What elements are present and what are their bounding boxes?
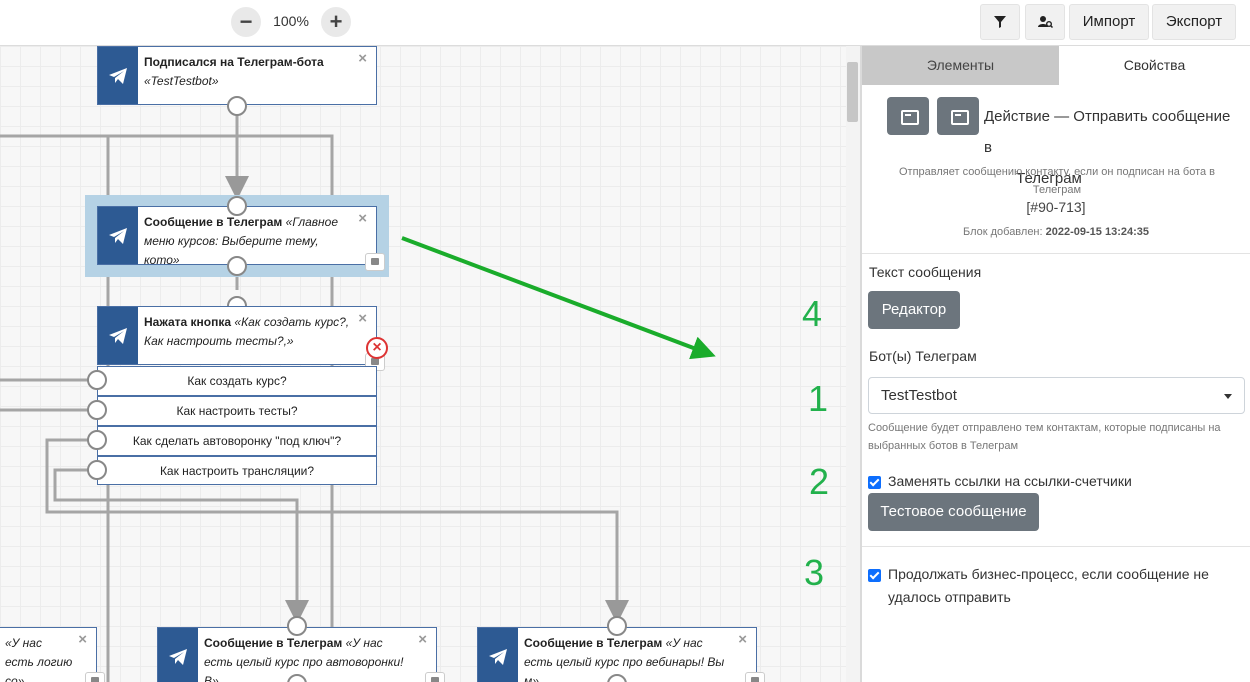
bots-label: Бот(ы) Телеграм xyxy=(869,348,977,364)
note-icon[interactable] xyxy=(365,253,385,271)
user-search-button[interactable] xyxy=(1025,4,1065,40)
tab-elements[interactable]: Элементы xyxy=(862,46,1059,85)
canvas-scrollbar[interactable] xyxy=(846,46,860,682)
annotation-arrow xyxy=(401,236,716,360)
choice-port[interactable] xyxy=(87,430,107,450)
export-button[interactable]: Экспорт xyxy=(1152,4,1236,40)
note-icon[interactable] xyxy=(425,672,445,682)
properties-panel: Элементы Свойства Действие — Отправить с… xyxy=(862,46,1250,682)
error-icon[interactable]: × xyxy=(366,337,388,359)
bots-help-text: Сообщение будет отправлено тем контактам… xyxy=(868,422,1221,452)
top-toolbar: − 100% + Импорт Экспорт xyxy=(0,0,1250,46)
note-button[interactable] xyxy=(937,97,979,135)
node-text: Сообщение в Телеграм «У нас есть целый к… xyxy=(524,636,725,682)
continue-process-label[interactable]: Продолжать бизнес-процесс, если сообщени… xyxy=(888,566,1209,605)
divider xyxy=(862,253,1250,254)
annotation-number: 4 xyxy=(802,293,823,334)
close-icon[interactable]: × xyxy=(358,50,367,67)
choice-row[interactable]: Как настроить трансляции? xyxy=(97,456,377,485)
filter-icon xyxy=(994,16,1006,28)
message-node-partial[interactable]: «У нас есть логию со» × xyxy=(0,627,97,682)
choice-row[interactable]: Как настроить тесты? xyxy=(97,396,377,426)
choice-port[interactable] xyxy=(87,460,107,480)
node-text: Сообщение в Телеграм «Главное меню курсо… xyxy=(144,215,338,267)
telegram-icon xyxy=(478,628,518,682)
test-message-button[interactable]: Тестовое сообщение xyxy=(868,493,1039,531)
choice-row[interactable]: Как сделать автоворонку "под ключ"? xyxy=(97,426,377,456)
replace-links-label[interactable]: Заменять ссылки на ссылки-счетчики xyxy=(888,473,1132,489)
note-icon[interactable] xyxy=(85,672,105,682)
bot-select[interactable]: TestTestbot xyxy=(868,377,1245,414)
canvas-scrollbar-thumb[interactable] xyxy=(847,62,858,122)
user-search-icon xyxy=(1038,16,1054,29)
close-icon[interactable]: × xyxy=(78,631,87,648)
message-type-button[interactable] xyxy=(887,97,929,135)
filter-button[interactable] xyxy=(980,4,1020,40)
annotation-number: 3 xyxy=(804,552,825,593)
telegram-icon xyxy=(98,47,138,104)
flow-connections xyxy=(0,115,716,682)
zoom-level: 100% xyxy=(273,13,309,29)
bot-select-value: TestTestbot xyxy=(881,387,957,404)
node-port[interactable] xyxy=(227,256,247,276)
message-node-autofunnels[interactable]: Сообщение в Телеграм «У нас есть целый к… xyxy=(157,627,437,682)
choice-port[interactable] xyxy=(87,370,107,390)
close-icon[interactable]: × xyxy=(358,210,367,227)
close-icon[interactable]: × xyxy=(738,631,747,648)
close-icon[interactable]: × xyxy=(418,631,427,648)
import-button[interactable]: Импорт xyxy=(1069,4,1149,40)
continue-process-checkbox[interactable] xyxy=(868,569,881,582)
choice-row[interactable]: Как создать курс? xyxy=(97,366,377,396)
block-id: [#90-713] xyxy=(1026,199,1086,215)
zoom-out-button[interactable]: − xyxy=(231,7,261,37)
chevron-down-icon xyxy=(1224,394,1232,399)
replace-links-checkbox[interactable] xyxy=(868,476,881,489)
node-port[interactable] xyxy=(227,96,247,116)
panel-tabs: Элементы Свойства xyxy=(862,46,1250,85)
panel-divider[interactable] xyxy=(860,46,862,682)
close-icon[interactable]: × xyxy=(358,310,367,327)
node-port[interactable] xyxy=(607,616,627,636)
message-node-selected[interactable]: Сообщение в Телеграм «Главное меню курсо… xyxy=(97,206,377,267)
trigger-node[interactable]: Подписался на Телеграм-бота«TestTestbot»… xyxy=(97,46,377,105)
node-port[interactable] xyxy=(287,616,307,636)
message-node-webinars[interactable]: Сообщение в Телеграм «У нас есть целый к… xyxy=(477,627,757,682)
node-text: Подписался на Телеграм-бота«TestTestbot» xyxy=(144,55,324,88)
node-text: «У нас есть логию со» xyxy=(5,636,73,682)
button-pressed-node[interactable]: Нажата кнопка «Как создать курс?, Как на… xyxy=(97,306,377,365)
note-icon[interactable] xyxy=(745,672,765,682)
block-added: Блок добавлен: 2022-09-15 13:24:35 xyxy=(962,226,1149,238)
block-description: Отправляет сообщению контакту, если он п… xyxy=(898,166,1216,196)
divider xyxy=(862,546,1250,547)
node-text: Сообщение в Телеграм «У нас есть целый к… xyxy=(204,636,404,682)
telegram-icon xyxy=(98,307,138,364)
telegram-icon xyxy=(158,628,198,682)
node-text: Нажата кнопка «Как создать курс?, Как на… xyxy=(144,315,350,348)
message-text-label: Текст сообщения xyxy=(869,264,982,280)
tab-properties[interactable]: Свойства xyxy=(1059,46,1250,85)
annotation-number: 2 xyxy=(809,461,830,502)
telegram-icon xyxy=(98,207,138,264)
choice-port[interactable] xyxy=(87,400,107,420)
zoom-in-button[interactable]: + xyxy=(321,7,351,37)
node-port[interactable] xyxy=(227,196,247,216)
editor-button[interactable]: Редактор xyxy=(868,291,960,329)
annotation-number: 1 xyxy=(808,378,829,419)
